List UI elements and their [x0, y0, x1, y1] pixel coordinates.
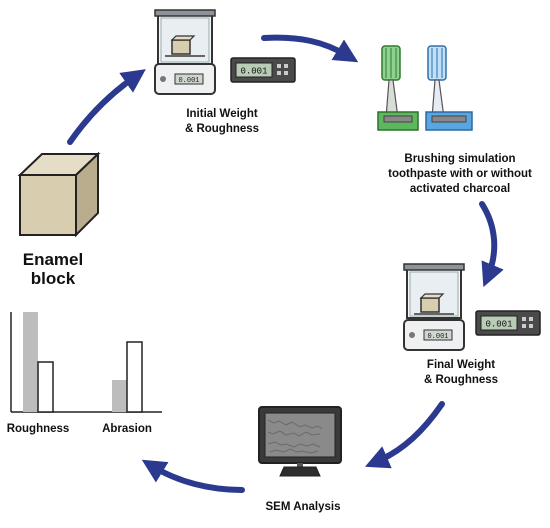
category-label-abrasion: Abrasion	[102, 423, 152, 435]
final-display-unit: 0.001	[475, 310, 541, 336]
final-label-line1: Final Weight	[426, 359, 496, 371]
initial-label-line2: & Roughness	[184, 123, 260, 135]
bar-abrasion-1	[112, 380, 127, 412]
final-label-line2: & Roughness	[423, 374, 499, 386]
initial-display-unit: 0.001	[230, 57, 296, 83]
category-label-roughness: Roughness	[7, 423, 70, 435]
final-weight-label: Final Weight & Roughness	[406, 358, 516, 388]
bar-abrasion-2	[126, 341, 143, 413]
initial-weight-label: Initial Weight & Roughness	[167, 107, 277, 137]
brushing-simulation-label: Brushing simulation toothpaste with or w…	[375, 152, 545, 197]
bar-roughness-1	[23, 312, 38, 412]
arrow-final-to-sem	[364, 401, 445, 469]
sem-analysis-label: SEM Analysis	[248, 500, 358, 515]
arrow-brushing-to-final	[479, 201, 504, 288]
arrow-sem-to-chart	[141, 459, 245, 493]
initial-label-line1: Initial Weight	[186, 108, 258, 120]
final-display-readout: 0.001	[485, 320, 512, 330]
final-balance-readout: 0.001	[427, 333, 448, 341]
brushing-label-line1: Brushing simulation	[404, 153, 516, 165]
toothbrushes-icon	[377, 45, 473, 131]
brushing-label-line3: activated charcoal	[409, 183, 511, 195]
enamel-label-line1: Enamel	[22, 250, 84, 269]
results-bar-chart: Roughness Abrasion	[7, 312, 162, 435]
enamel-block-icon	[17, 151, 101, 238]
enamel-label-line2: block	[30, 269, 76, 288]
initial-balance-readout: 0.001	[178, 77, 199, 85]
initial-display-readout: 0.001	[240, 67, 267, 77]
initial-balance-icon: 0.001	[154, 9, 216, 95]
final-balance-icon: 0.001	[403, 263, 465, 351]
enamel-block-label: Enamel block	[20, 250, 86, 288]
brushing-label-line2: toothpaste with or without	[388, 168, 532, 180]
arrow-enamel-to-initial	[67, 69, 146, 145]
bar-roughness-2	[37, 361, 54, 413]
sem-monitor-icon	[258, 406, 342, 477]
arrow-initial-to-brushing	[261, 34, 359, 63]
sem-label-line1: SEM Analysis	[265, 501, 341, 513]
